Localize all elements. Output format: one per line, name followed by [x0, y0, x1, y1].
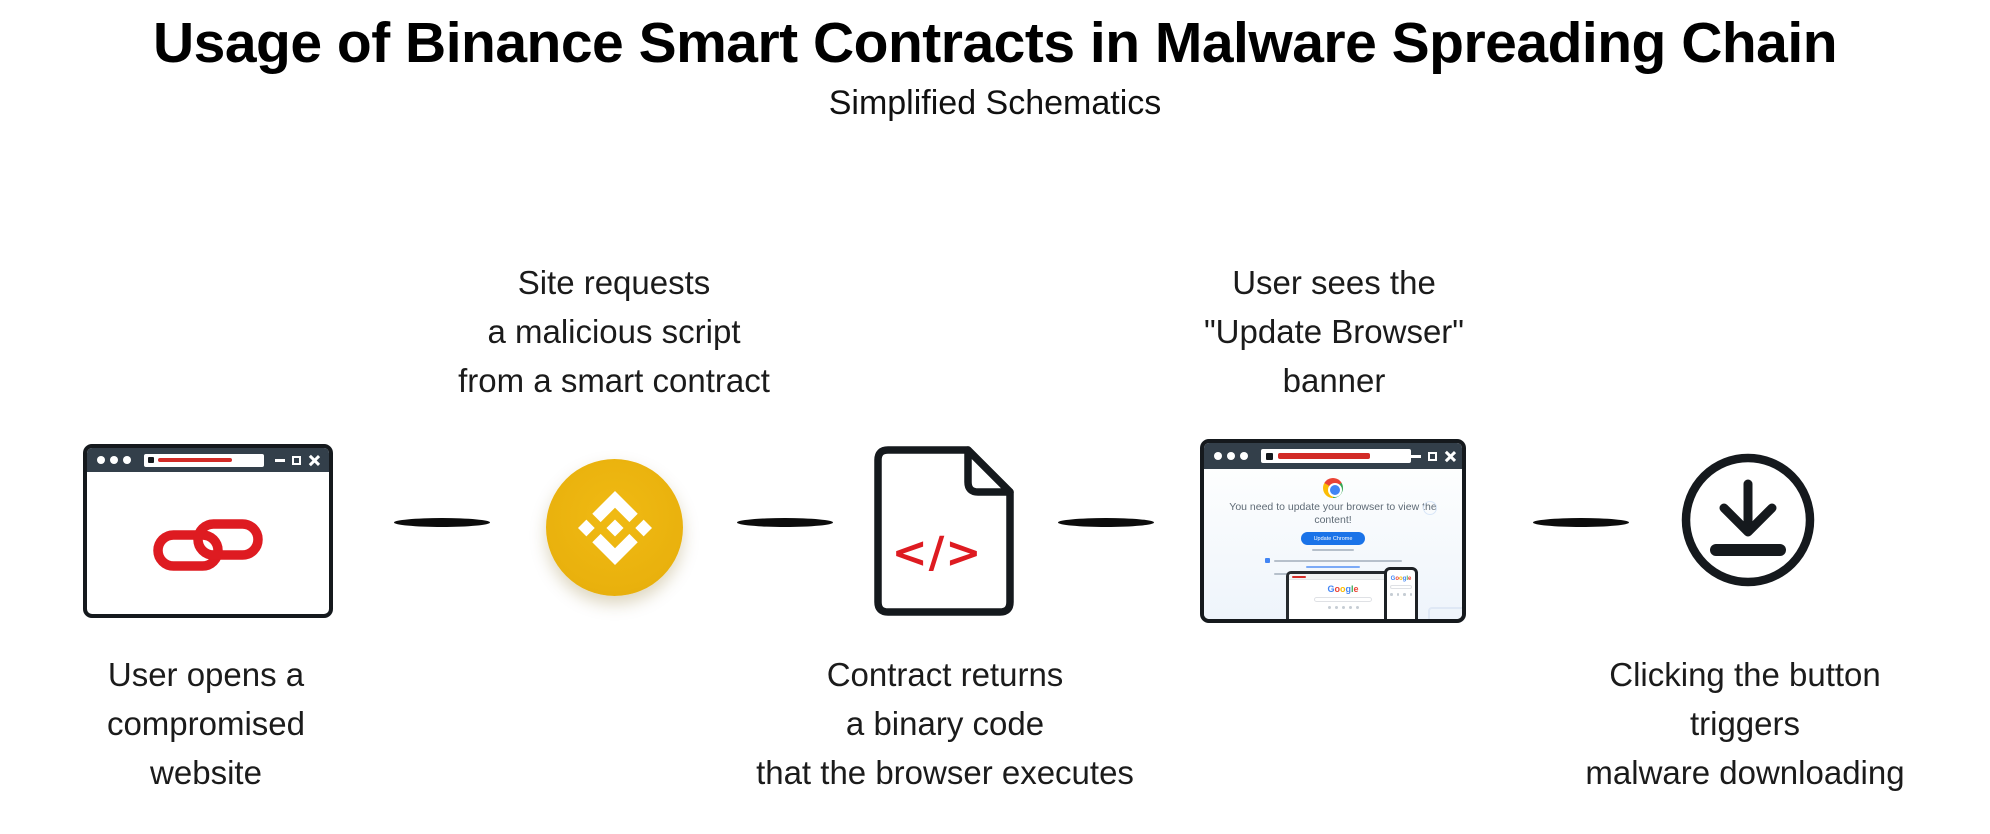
binance-icon [546, 459, 683, 596]
step-label-binary-code: Contract returns a binary code that the … [710, 650, 1180, 797]
connector-dash [394, 518, 490, 527]
code-document-icon: </> [871, 444, 1017, 618]
browser-titlebar [1204, 443, 1462, 469]
laptop-screen: Google [1289, 574, 1397, 619]
fake-update-page: You need to update your browser to view … [1204, 469, 1462, 619]
code-glyph: </> [891, 528, 983, 578]
step-label-line: Contract returns [826, 656, 1064, 693]
google-logo: Google [1327, 584, 1359, 594]
step-label-line: Clicking the button [1609, 656, 1881, 693]
address-bar [144, 453, 264, 467]
link-chain-icon [153, 519, 263, 571]
step-label-line: "Update Browser" [1203, 313, 1465, 350]
connector-dash [1533, 518, 1629, 527]
maximize-icon [292, 455, 301, 465]
binance-diamond-logo [577, 490, 652, 565]
favicon-square [1266, 452, 1273, 460]
step-label-line: website [150, 754, 262, 791]
step-label-line: User sees the [1232, 264, 1436, 301]
step-label-malware-download: Clicking the button triggers malware dow… [1510, 650, 1980, 797]
step-label-line: a binary code [845, 705, 1045, 742]
minimize-icon [1411, 454, 1421, 458]
window-dot-icon [110, 456, 118, 464]
connector-dash [737, 518, 833, 527]
decor-circle [1423, 501, 1437, 515]
search-bar [1314, 597, 1372, 602]
browser-body [87, 472, 329, 614]
close-icon [1444, 451, 1455, 462]
update-message-line: content! [1314, 514, 1352, 526]
maximize-icon [1428, 451, 1437, 461]
fine-print-link-line [1306, 566, 1360, 568]
checkbox-icon [1264, 558, 1270, 563]
search-bar [1390, 585, 1412, 589]
update-chrome-button: Update Chrome [1301, 532, 1365, 545]
update-message-line: You need to update your browser to view … [1229, 501, 1437, 513]
browser-titlebar [87, 448, 329, 472]
google-logo: Google [1390, 576, 1412, 582]
mini-red-url-line [1292, 575, 1306, 578]
step-label-smart-contract: Site requests a malicious script from a … [384, 258, 844, 405]
window-dot-icon [1227, 452, 1235, 460]
update-message: You need to update your browser to view … [1204, 501, 1462, 527]
minimize-icon [275, 458, 285, 462]
step-label-update-banner: User sees the "Update Browser" banner [1104, 258, 1564, 405]
close-icon [308, 455, 319, 466]
update-banner-browser-icon: You need to update your browser to view … [1200, 439, 1466, 623]
page-title: Usage of Binance Smart Contracts in Malw… [152, 11, 1838, 75]
decor-rounded-square [1428, 607, 1462, 619]
window-controls [1411, 451, 1455, 462]
step-label-line: from a smart contract [458, 362, 770, 399]
window-controls [275, 455, 319, 466]
step-label-line: malware downloading [1585, 754, 1905, 791]
address-bar [1261, 449, 1411, 463]
step-label-line: a malicious script [487, 313, 741, 350]
window-dot-icon [97, 456, 105, 464]
compromised-website-browser-icon [83, 444, 333, 618]
window-dot-icon [1240, 452, 1248, 460]
download-icon [1678, 450, 1818, 590]
fine-print-line [1312, 549, 1354, 551]
consent-checkbox-row [1204, 558, 1462, 563]
chrome-icon [1323, 478, 1343, 498]
window-dot-icon [1214, 452, 1222, 460]
step-label-line: User opens a [107, 656, 305, 693]
step-label-line: triggers [1689, 705, 1801, 742]
laptop-mockup: Google [1286, 571, 1400, 619]
shortcut-dots [1387, 593, 1415, 596]
step-label-line: banner [1282, 362, 1386, 399]
phone-mockup: Google [1384, 567, 1418, 619]
step-label-line: Site requests [517, 264, 711, 301]
step-label-line: compromised [106, 705, 306, 742]
connector-dash [1058, 518, 1154, 527]
red-url-line [1278, 453, 1370, 459]
step-label-compromised-website: User opens a compromised website [25, 650, 387, 797]
window-dot-icon [123, 456, 131, 464]
step-label-line: that the browser executes [756, 754, 1134, 791]
mini-browser-toolbar [1289, 574, 1397, 580]
fine-print-line [1273, 559, 1402, 562]
download-circle-arrow [1681, 453, 1815, 587]
favicon-square [148, 457, 154, 463]
document-outline [874, 446, 1014, 616]
page-subtitle: Simplified Schematics [828, 84, 1162, 122]
shortcut-dots [1289, 606, 1397, 609]
red-url-line [158, 457, 232, 463]
